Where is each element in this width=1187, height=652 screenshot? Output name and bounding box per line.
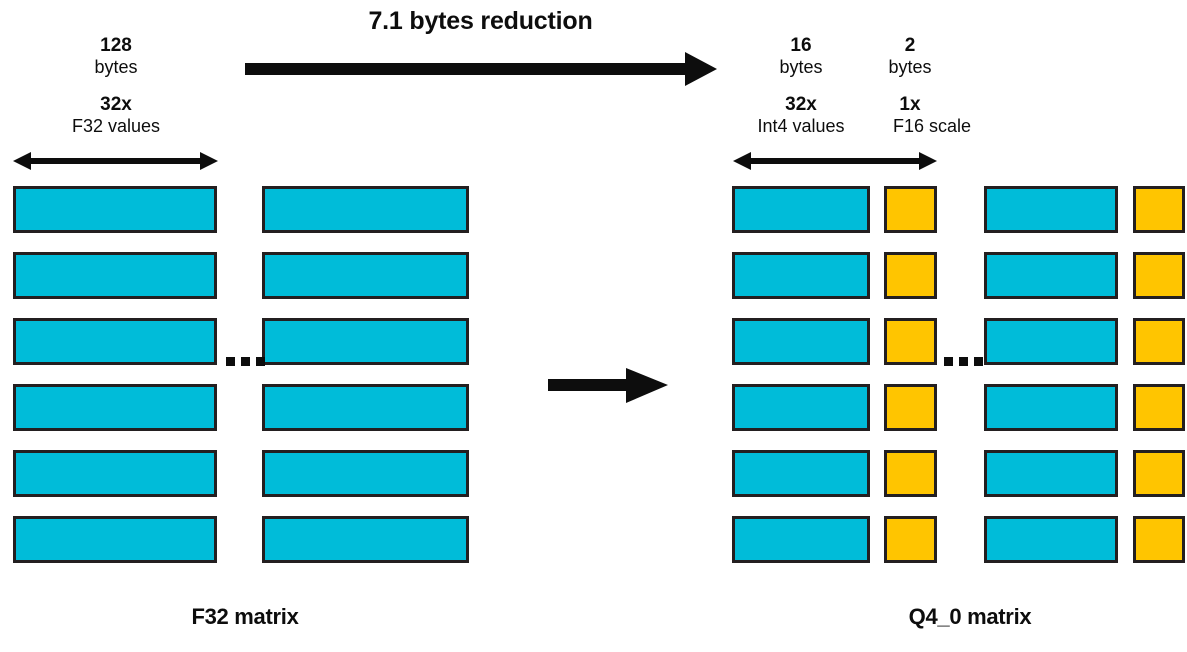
reduction-arrow-icon — [245, 52, 717, 86]
f32-block — [262, 186, 469, 233]
q4-scale-block — [884, 252, 937, 299]
q4-scale-block — [884, 450, 937, 497]
q4-scale-block — [884, 186, 937, 233]
f32-block — [13, 450, 217, 497]
q4-scale-block — [1133, 384, 1185, 431]
right-matrix-ellipsis — [944, 357, 983, 366]
left-size-number: 128 — [100, 35, 132, 56]
q4-values-block — [984, 384, 1118, 431]
q4-scale-block — [1133, 318, 1185, 365]
q4-scale-block — [884, 516, 937, 563]
q4-scale-block — [1133, 252, 1185, 299]
q4-values-block — [732, 186, 870, 233]
f32-block — [262, 450, 469, 497]
f32-block — [262, 318, 469, 365]
reduction-title: 7.1 bytes reduction — [368, 7, 593, 35]
f32-block — [13, 384, 217, 431]
q4-values-block — [984, 450, 1118, 497]
f32-block — [262, 516, 469, 563]
f32-block — [262, 384, 469, 431]
f32-block — [13, 318, 217, 365]
q4-values-block — [732, 516, 870, 563]
left-count-number: 32x — [100, 94, 132, 115]
transform-arrow-icon — [548, 368, 668, 403]
f32-block — [13, 252, 217, 299]
q4-values-block — [732, 450, 870, 497]
q4-values-block — [732, 384, 870, 431]
q4-scale-block — [1133, 186, 1185, 233]
right-scale-size-unit: bytes — [888, 57, 932, 77]
right-values-count-desc: Int4 values — [757, 116, 845, 136]
right-values-size-number: 16 — [790, 35, 812, 56]
f32-block — [13, 516, 217, 563]
left-matrix-ellipsis — [226, 357, 265, 366]
right-scale-count-number: 1x — [899, 94, 921, 115]
q4-scale-block — [884, 318, 937, 365]
right-values-size-unit: bytes — [779, 57, 823, 77]
left-size-unit: bytes — [94, 57, 138, 77]
q4-values-block — [732, 318, 870, 365]
right-matrix-label: Q4_0 matrix — [908, 604, 1032, 629]
left-count-desc: F32 values — [71, 116, 161, 136]
q4-values-block — [984, 318, 1118, 365]
q4-values-block — [732, 252, 870, 299]
q4-scale-block — [1133, 516, 1185, 563]
right-values-count-number: 32x — [785, 94, 817, 115]
q4-values-block — [984, 186, 1118, 233]
q4-scale-block — [884, 384, 937, 431]
left-matrix-label: F32 matrix — [191, 604, 299, 629]
q4-scale-block — [1133, 450, 1185, 497]
right-width-measure-arrow-icon — [733, 152, 937, 170]
left-width-measure-arrow-icon — [13, 152, 218, 170]
f32-block — [13, 186, 217, 233]
f32-block — [262, 252, 469, 299]
right-scale-size-number: 2 — [904, 35, 916, 56]
right-scale-count-desc: F16 scale — [892, 116, 972, 136]
q4-values-block — [984, 516, 1118, 563]
q4-values-block — [984, 252, 1118, 299]
